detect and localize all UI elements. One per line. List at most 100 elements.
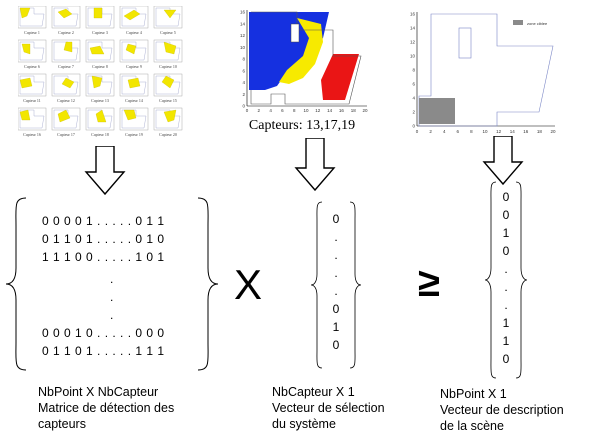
sensor-thumbnail: Capteur 15 xyxy=(153,73,183,103)
y-tick-label: 8 xyxy=(242,57,245,62)
sensor-thumbnail-label: Capteur 3 xyxy=(92,30,108,35)
sensor-thumbnail-label: Capteur 12 xyxy=(57,98,75,103)
x-tick-label: 2 xyxy=(258,108,261,113)
sensor-thumbnail-label: Capteur 13 xyxy=(91,98,109,103)
scene-vector-value: 0 xyxy=(502,190,510,204)
x-tick-label: 6 xyxy=(457,129,460,134)
matrix-ellipsis-1: . xyxy=(110,272,114,286)
sensor-thumbnail-label: Capteur 6 xyxy=(24,64,40,69)
selection-caption-line-2: Vecteur de sélection xyxy=(272,401,385,415)
sensor-thumbnail: Capteur 10 xyxy=(153,39,183,69)
sensor-coverage-shape xyxy=(163,41,177,55)
sensor-coverage-shape xyxy=(63,41,73,53)
sensor-coverage-shape xyxy=(19,109,31,121)
matrix-row-4: 0 0 0 1 0 . . . . . 0 0 0 xyxy=(42,326,165,340)
sensor-coverage-shape xyxy=(21,43,31,55)
sensor-coverage-shape xyxy=(163,9,177,19)
sensor-coverage-shape xyxy=(125,43,137,55)
y-tick-label: 14 xyxy=(240,21,246,26)
scene-vector-caption: NbPoint X 1 Vecteur de description de la… xyxy=(440,386,564,434)
sensor-thumbnail-label: Capteur 10 xyxy=(159,64,177,69)
x-tick-label: 10 xyxy=(482,129,488,134)
sensor-thumbnail-label: Capteur 11 xyxy=(23,98,41,103)
y-tick-label: 10 xyxy=(410,54,416,59)
sensor-thumbnail: Capteur 8 xyxy=(85,39,115,69)
matrix-ellipsis-3: . xyxy=(110,308,114,322)
sensor-thumbnail: Capteur 7 xyxy=(51,39,81,69)
selection-vector-value: . xyxy=(334,284,338,298)
sensor-thumbnail: Capteur 13 xyxy=(85,73,115,103)
scene-caption-line-3: de la scène xyxy=(440,419,504,433)
sensor-thumbnail: Capteur 16 xyxy=(18,107,47,137)
x-tick-label: 12 xyxy=(315,108,321,113)
sensor-coverage-shape xyxy=(19,77,33,89)
scene-vector-value: 1 xyxy=(502,226,510,240)
down-arrow-1 xyxy=(84,146,126,196)
selection-caption-line-3: du système xyxy=(272,417,336,431)
down-arrow-2 xyxy=(294,138,336,192)
sensor-thumbnail: Capteur 11 xyxy=(18,73,47,103)
sensor-thumbnail: Capteur 1 xyxy=(18,6,47,35)
x-tick-label: 10 xyxy=(303,108,309,113)
sensor-thumbnail: Capteur 20 xyxy=(153,107,183,137)
sensor-thumbnail: Capteur 2 xyxy=(51,6,81,35)
x-tick-label: 8 xyxy=(293,108,296,113)
sensor-coverage-shape xyxy=(161,75,175,89)
sensor-coverage-shape xyxy=(91,75,103,89)
sensor-thumbnail: Capteur 19 xyxy=(119,107,149,137)
sensor-coverage-shape xyxy=(89,45,105,55)
sensor-coverage-shape xyxy=(95,109,107,123)
sensor-thumbnail-label: Capteur 16 xyxy=(23,132,41,137)
sensor-thumbnail: Capteur 18 xyxy=(85,107,115,137)
x-tick-label: 6 xyxy=(281,108,284,113)
sensor-coverage-shape xyxy=(127,77,141,89)
greater-or-equal-operator: ≥ xyxy=(418,261,440,305)
y-tick-label: 2 xyxy=(242,92,245,97)
sensor-coverage-shape xyxy=(57,8,73,19)
y-tick-label: 16 xyxy=(240,10,246,15)
y-tick-label: 4 xyxy=(242,80,245,85)
x-tick-label: 20 xyxy=(550,129,556,134)
combined-sensors-caption: Capteurs: 13,17,19 xyxy=(248,118,356,133)
sensor-coverage-red xyxy=(321,54,359,100)
sensor-thumbnail: Capteur 9 xyxy=(119,39,149,69)
y-tick-label: 0 xyxy=(242,104,245,109)
room-outline-right xyxy=(418,13,554,127)
sensor-thumbnail-label: Capteur 17 xyxy=(57,132,75,137)
scene-vector-value: 0 xyxy=(502,208,510,222)
sensor-coverage-shape xyxy=(57,109,71,123)
scene-vector-value: 1 xyxy=(502,316,510,330)
x-tick-label: 16 xyxy=(339,108,345,113)
selection-vector-value: 0 xyxy=(332,302,340,316)
sensor-coverage-shape xyxy=(123,9,141,21)
sensor-thumbnail-label: Capteur 9 xyxy=(126,64,142,69)
sensor-thumbnail-label: Capteur 20 xyxy=(159,132,177,137)
matrix-caption-line-2: Matrice de détection des xyxy=(38,401,175,415)
selection-vector-value: . xyxy=(334,266,338,280)
y-tick-label: 10 xyxy=(240,45,246,50)
y-tick-label: 8 xyxy=(412,68,415,73)
scene-vector-value: . xyxy=(504,262,508,276)
scene-vector-value: . xyxy=(504,280,508,294)
matrix-ellipsis-2: . xyxy=(110,290,114,304)
x-tick-label: 0 xyxy=(416,129,419,134)
sensor-thumbnail-label: Capteur 5 xyxy=(160,30,176,35)
sensor-thumbnail-label: Capteur 7 xyxy=(58,64,74,69)
legend-swatch xyxy=(513,20,523,25)
sensor-coverage-shape xyxy=(19,7,31,19)
x-tick-label: 18 xyxy=(537,129,543,134)
y-tick-label: 6 xyxy=(242,68,245,73)
y-tick-label: 4 xyxy=(412,96,415,101)
x-tick-label: 12 xyxy=(496,129,502,134)
sensor-coverage-shape xyxy=(93,7,103,19)
x-tick-label: 20 xyxy=(362,108,368,113)
scene-caption-line-2: Vecteur de description xyxy=(440,403,564,417)
x-tick-label: 4 xyxy=(443,129,446,134)
sensor-coverage-yellow xyxy=(279,18,323,84)
sensor-thumbnail: Capteur 5 xyxy=(153,6,183,35)
y-tick-label: 0 xyxy=(412,124,415,129)
scene-vector-value: 0 xyxy=(502,244,510,258)
